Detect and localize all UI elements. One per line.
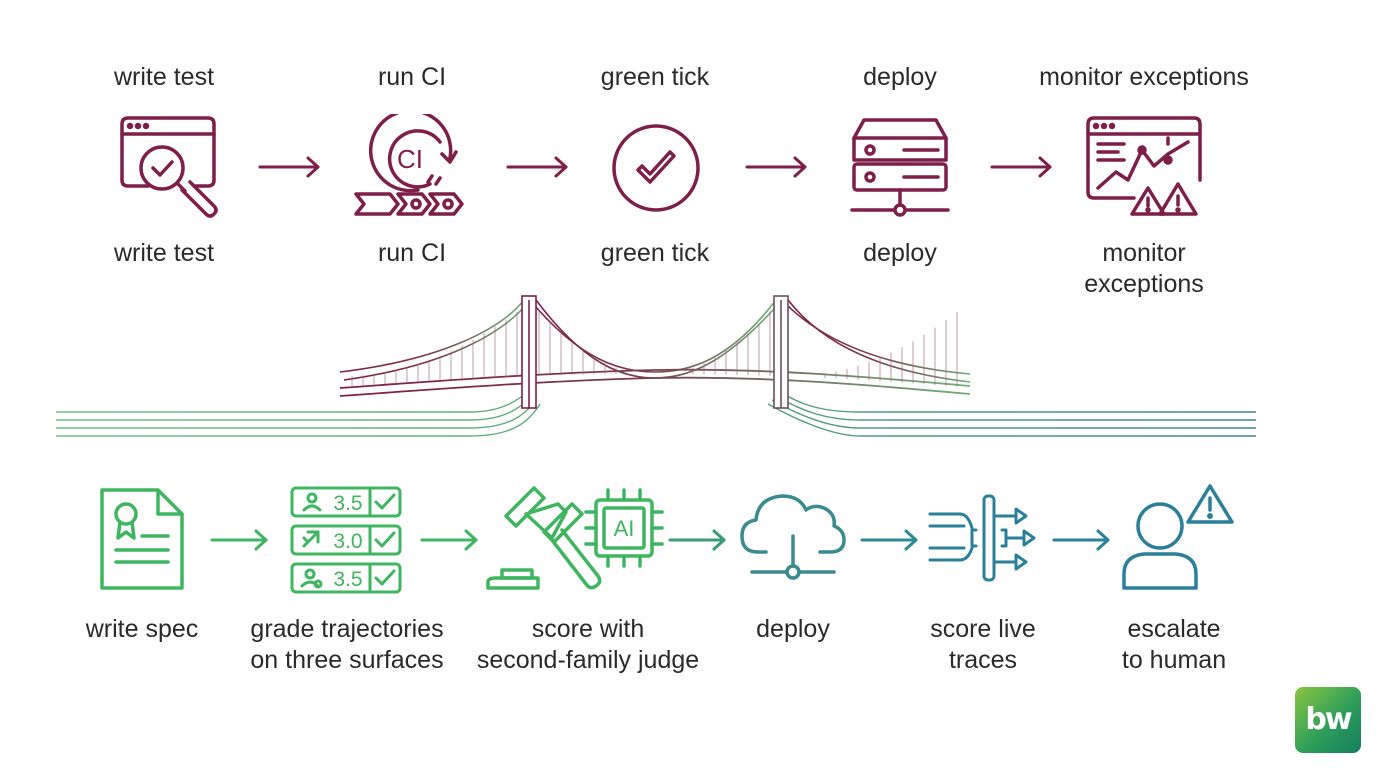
label-line: write spec xyxy=(85,615,199,643)
label-line: traces xyxy=(948,646,1018,674)
ai-chip-text: AI xyxy=(614,516,635,541)
arrow-right-icon xyxy=(1052,529,1110,551)
bottom-step-label: grade trajectories on three surfaces xyxy=(232,614,462,676)
ci-pipeline-icon: CI xyxy=(354,114,464,216)
top-step-label-above: run CI xyxy=(377,63,447,91)
bottom-step-label: deploy xyxy=(693,614,893,645)
arrow-right-icon xyxy=(420,529,478,551)
bottom-step-label: score live traces xyxy=(883,614,1083,676)
bottom-step-label: write spec xyxy=(42,614,242,645)
arrow-right-icon xyxy=(258,156,320,178)
certificate-document-icon xyxy=(100,488,184,590)
top-step-label-below: monitor exceptions xyxy=(1044,238,1244,300)
monitor-chart-warning-icon xyxy=(1086,116,1202,216)
label-line: monitor xyxy=(1102,239,1186,267)
top-step-label-above: write test xyxy=(113,63,215,91)
server-icon xyxy=(850,118,950,217)
top-step-label-below: run CI xyxy=(377,239,447,267)
top-step-label-above: monitor exceptions xyxy=(1039,63,1249,91)
cloud-network-icon xyxy=(740,494,846,580)
arrow-right-icon xyxy=(506,156,568,178)
score-value: 3.0 xyxy=(333,530,362,553)
score-value: 3.5 xyxy=(333,492,362,515)
label-line: score with xyxy=(531,615,645,643)
label-line: to human xyxy=(1121,646,1227,674)
scorecard-icon: 3.5 3.0 3.5 xyxy=(290,486,402,594)
arrow-right-icon xyxy=(745,156,807,178)
arrow-right-icon xyxy=(860,529,918,551)
trace-filter-icon xyxy=(928,494,1036,582)
top-step-label-below: deploy xyxy=(863,239,937,267)
arrow-right-icon xyxy=(210,529,268,551)
person-alert-icon xyxy=(1122,484,1234,590)
label-line: on three surfaces xyxy=(250,646,444,674)
bottom-step-label: escalate to human xyxy=(1074,614,1274,676)
brand-logo: bw xyxy=(1295,687,1361,753)
label-line: second-family judge xyxy=(476,646,700,674)
label-line: deploy xyxy=(756,615,830,643)
bridge-illustration xyxy=(56,295,1256,437)
top-step-label-below: green tick xyxy=(600,239,710,267)
arrow-right-icon xyxy=(668,529,726,551)
bottom-step-label: score with second-family judge xyxy=(458,614,718,676)
label-line: escalate xyxy=(1127,615,1221,643)
top-step-label-above: green tick xyxy=(600,63,710,91)
top-step-label-above: deploy xyxy=(863,63,937,91)
label-line: grade trajectories xyxy=(250,615,444,643)
label-line: exceptions xyxy=(1084,270,1204,298)
ci-icon-text: CI xyxy=(397,144,423,174)
gavel-ai-chip-icon: AI xyxy=(486,486,664,590)
label-line: score live xyxy=(930,615,1036,643)
score-value: 3.5 xyxy=(333,568,362,591)
arrow-right-icon xyxy=(990,156,1052,178)
top-step-label-below: write test xyxy=(113,239,215,267)
browser-magnifier-check-icon xyxy=(120,116,218,218)
check-circle-icon xyxy=(612,124,700,212)
